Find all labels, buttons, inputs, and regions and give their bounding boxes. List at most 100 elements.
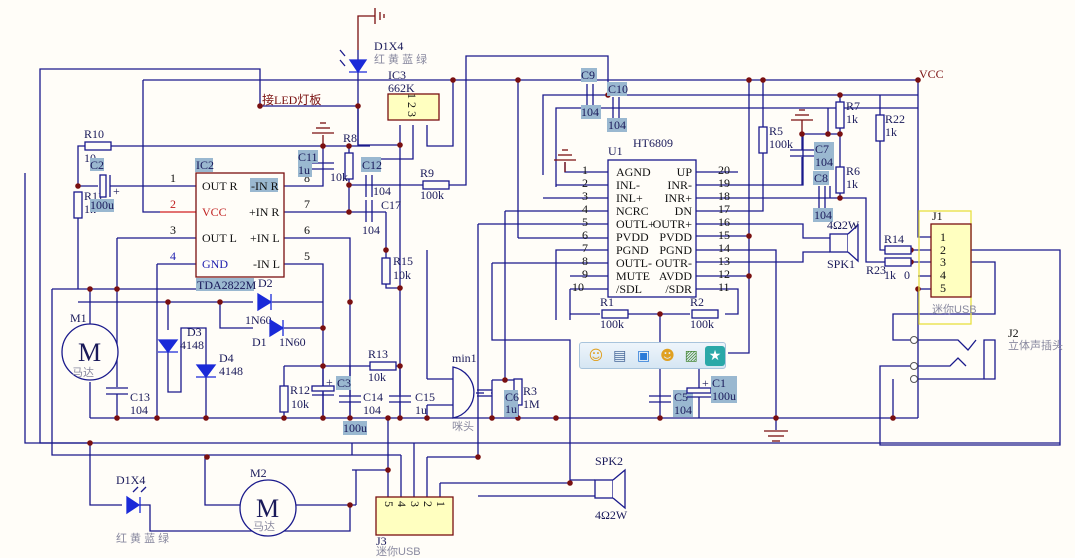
r13-value: 10k — [368, 370, 386, 384]
c17-ref: C17 — [381, 198, 401, 212]
u1-pin-num: 5 — [582, 215, 588, 229]
d4-value: 4148 — [219, 364, 243, 378]
c8-value: 104 — [814, 208, 832, 222]
ic3-part: 662K — [388, 81, 415, 95]
u1-pin-name: AGND — [616, 165, 651, 179]
c7-value: 104 — [815, 155, 833, 169]
c9-value: 104 — [581, 105, 599, 119]
u1-pin-name: DN — [675, 204, 693, 218]
c13-ref: C13 — [130, 390, 150, 404]
u1-pin-num: 6 — [582, 228, 588, 242]
r5-value: 100k — [769, 137, 793, 151]
r12-value: 10k — [291, 397, 309, 411]
r5-ref: R5 — [769, 124, 783, 138]
c15-ref: C15 — [415, 390, 435, 404]
c14-ref: C14 — [363, 390, 383, 404]
pin-num: 4 — [395, 501, 409, 507]
c7-ref: C7 — [815, 142, 829, 156]
d2-ref: D2 — [258, 276, 273, 290]
u1-pin-name: NCRC — [616, 204, 649, 218]
c10-value: 104 — [608, 118, 626, 132]
svg-text:+: + — [702, 376, 709, 390]
pin-num: 4 — [940, 268, 946, 282]
star-icon[interactable]: ★ — [705, 345, 725, 366]
ground-symbols — [312, 8, 813, 442]
r22-ref: R22 — [885, 112, 905, 126]
ic3-662k: 1 2 3 IC3 662K — [387, 68, 440, 121]
spk2-value: 4Ω2W — [595, 508, 628, 522]
r14-value: 1k — [884, 268, 896, 282]
j3-ref: J3 — [376, 534, 387, 548]
d1-ref: D1 — [252, 335, 267, 349]
u1-pin-name: UP — [677, 165, 693, 179]
j3-mini-usb: 5 4 3 2 1 J3 迷你USB — [375, 496, 454, 558]
u1-pin-name: MUTE — [616, 269, 650, 283]
led-bottom-color: 红 黄 蓝 绿 — [116, 531, 169, 545]
motors: M 马达 M1 M 马达 M2 — [61, 311, 297, 537]
j1-ref: J1 — [932, 209, 943, 223]
c1-value: 100u — [712, 389, 736, 403]
save-icon[interactable]: ▤ — [613, 347, 627, 364]
c2-value: 100u — [90, 198, 114, 212]
ic2-ref: IC2 — [196, 158, 214, 172]
u1-pin-name: PGND — [659, 243, 692, 257]
svg-text:+: + — [113, 184, 120, 198]
ic2-tda2822m: IC2 TDA2822M 1 2 3 4 OUT R VCC OUT L GND… — [170, 158, 310, 292]
u1-pin-name: PGND — [616, 243, 649, 257]
r1-value: 100k — [600, 317, 624, 331]
c14-value: 104 — [363, 403, 381, 417]
u1-pin-num: 8 — [582, 254, 588, 268]
u1-pin-num: 9 — [582, 267, 588, 281]
u1-ht6809: U1 HT6809 — [607, 136, 697, 298]
u1-pin-num: 14 — [718, 241, 730, 255]
u1-pin-num: 3 — [582, 189, 588, 203]
r2-value: 100k — [690, 317, 714, 331]
vcc-label: VCC — [919, 67, 944, 81]
spk2-ref: SPK2 — [595, 454, 623, 468]
emoticon-edit-icon[interactable]: ☻ — [660, 347, 675, 364]
u1-pin-name: INR+ — [665, 191, 693, 205]
r3-ref: R3 — [523, 384, 537, 398]
d3-value: 4148 — [180, 338, 204, 352]
r6-value: 1k — [846, 177, 858, 191]
pin-num: 1 — [170, 171, 176, 185]
m2-ref: M2 — [250, 466, 267, 480]
screen-icon[interactable]: ▣ — [636, 347, 651, 364]
j1-mini-usb: J1 1 2 3 4 5 迷你USB — [918, 209, 977, 325]
pin-num: 2 — [940, 243, 946, 257]
c2-ref: C2 — [90, 158, 104, 172]
mic-ref: min1 — [452, 351, 477, 365]
r6-ref: R6 — [846, 164, 860, 178]
c12-value: 104 — [373, 184, 391, 198]
c13-value: 104 — [130, 403, 148, 417]
u1-pin-num: 11 — [718, 280, 730, 294]
pin-num: 2 — [421, 501, 435, 507]
u1-pin-name: /SDR — [665, 282, 692, 296]
u1-pin-name: OUTL+ — [616, 217, 655, 231]
u1-pin-num: 7 — [582, 241, 588, 255]
c8-ref: C8 — [814, 171, 828, 185]
speakers: 4Ω2W SPK1 SPK2 4Ω2W — [594, 218, 860, 522]
u1-pin-name: /SDL — [616, 282, 642, 296]
u1-pin-name: OUTR+ — [653, 217, 693, 231]
r1-ref: R1 — [600, 295, 614, 309]
emoticon-add-icon[interactable]: ☺ — [588, 347, 604, 364]
pin-num: 2 — [170, 197, 176, 211]
d3-ref: D3 — [187, 325, 202, 339]
wires — [24, 50, 1061, 532]
m1-ref: M1 — [70, 311, 87, 325]
u1-part: HT6809 — [633, 136, 673, 150]
u1-ref: U1 — [608, 144, 623, 158]
pin-num: 3 — [408, 501, 422, 507]
r7-value: 1k — [846, 112, 858, 126]
resistors: R10 10 R11 1k R8 10k R9 100k R15 10k R12… — [73, 99, 912, 413]
floating-toolbar: ☺ ▤ ▣ ☻ ▨ ★ — [579, 342, 726, 369]
r2-ref: R2 — [690, 295, 704, 309]
r23-ref: R23 — [866, 263, 886, 277]
c15-value: 1u — [415, 403, 427, 417]
image-icon[interactable]: ▨ — [684, 347, 698, 364]
led-top-ref: D1X4 — [374, 39, 403, 53]
u1-pin-num: 19 — [718, 176, 730, 190]
c6-ref: C6 — [505, 390, 519, 404]
m1-symbol: M — [78, 338, 101, 367]
